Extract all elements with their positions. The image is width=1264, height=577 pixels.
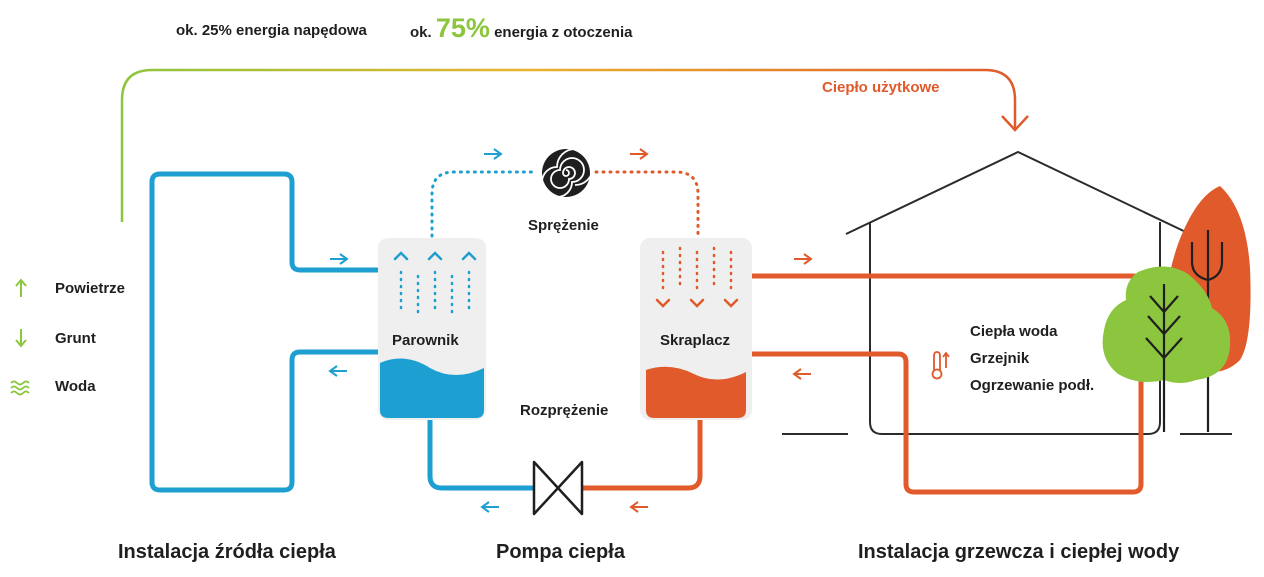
source-arrow-out — [328, 365, 347, 377]
section-source-title: Instalacja źródła ciepła — [118, 541, 336, 563]
top-arrow-blue — [484, 148, 503, 160]
evaporator-label: Parownik — [392, 332, 459, 349]
top-arrow-orange — [630, 148, 649, 160]
source-arrow-in — [330, 253, 349, 265]
condenser-unit — [640, 238, 752, 420]
pump-bottom-pipe-orange — [582, 420, 703, 491]
legend-water-label: Woda — [55, 378, 96, 395]
legend-ground-label: Grunt — [55, 330, 96, 347]
energy-flow-arc — [120, 68, 1017, 222]
arrow-down-icon — [15, 329, 27, 348]
env-text: energia z otoczenia — [494, 24, 633, 41]
useful-heat-label: Ciepło użytkowe — [822, 79, 940, 96]
bottom-arrow-blue — [480, 501, 499, 513]
water-waves-icon — [10, 380, 30, 396]
pump-bottom-pipe-blue — [427, 420, 534, 491]
expansion-label: Rozprężenie — [520, 402, 609, 419]
environment-energy-label: ok. 75% energia z otoczenia — [410, 13, 632, 44]
compressor-to-condenser-dotted — [594, 170, 700, 238]
arrow-up-icon — [15, 278, 27, 297]
compressor-spiral-icon — [541, 148, 594, 198]
energy-arrowhead — [1001, 115, 1029, 132]
section-heating-title: Instalacja grzewcza i ciepłej wody — [858, 541, 1180, 563]
house-use-floor-heating: Ogrzewanie podł. — [970, 377, 1095, 394]
compression-label: Sprężenie — [528, 217, 599, 234]
env-percent: 75% — [435, 13, 490, 43]
evaporator-to-compressor-dotted — [430, 170, 538, 238]
condenser-label: Skraplacz — [660, 332, 731, 349]
env-prefix: ok. — [410, 24, 432, 41]
house-use-radiator: Grzejnik — [970, 350, 1030, 367]
expansion-valve-icon — [532, 460, 584, 516]
house-use-hot-water: Ciepła woda — [970, 323, 1058, 340]
legend-air-label: Powietrze — [55, 280, 126, 297]
house-outline — [782, 150, 1232, 435]
source-loop-pipe — [149, 171, 380, 493]
section-pump-title: Pompa ciepła — [496, 541, 625, 563]
heating-arrow-in — [792, 368, 811, 380]
evaporator-unit — [378, 238, 486, 420]
heating-arrow-out — [794, 253, 813, 265]
thermometer-icon — [931, 351, 950, 380]
bottom-arrow-orange — [629, 501, 648, 513]
drive-energy-label: ok. 25% energia napędowa — [176, 22, 367, 39]
tree-green-icon — [1102, 266, 1231, 432]
